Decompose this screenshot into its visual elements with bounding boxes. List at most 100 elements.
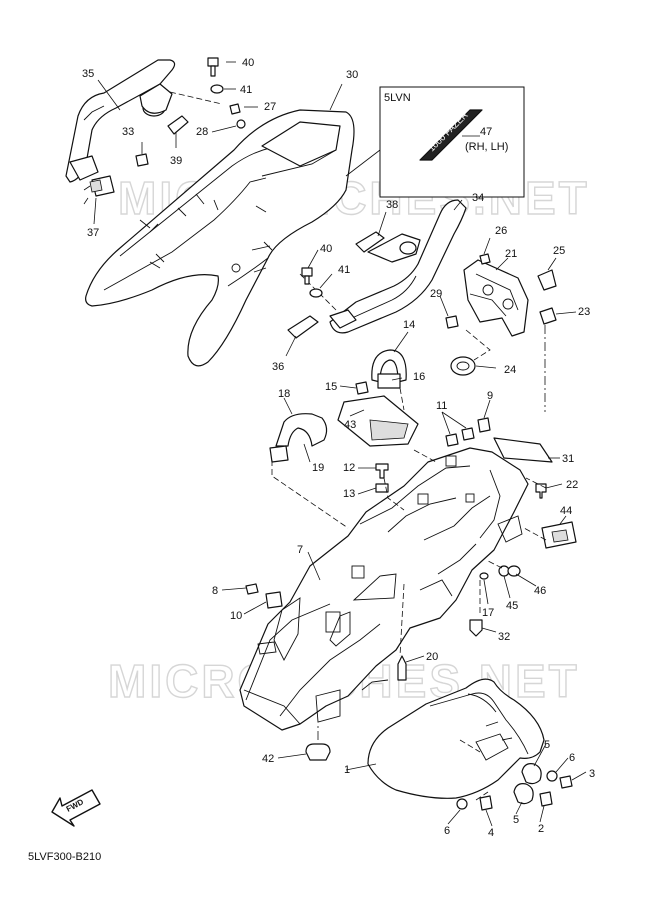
washer-6a xyxy=(546,770,558,782)
screw-11b xyxy=(461,427,475,441)
svg-text:(RH, LH): (RH, LH) xyxy=(465,141,508,153)
callout-17: 17 xyxy=(482,607,494,619)
washer-6b xyxy=(456,798,468,810)
grommet-24 xyxy=(450,356,476,376)
callout-29: 29 xyxy=(430,288,442,300)
clip-32 xyxy=(469,619,483,637)
band-18-19 xyxy=(269,413,328,463)
bracket-21 xyxy=(463,259,529,337)
screw-33 xyxy=(135,153,149,167)
callout-33: 33 xyxy=(122,126,134,138)
clip-10 xyxy=(265,591,283,609)
collar-5b xyxy=(513,783,534,805)
bolt-2 xyxy=(539,791,553,807)
callout-42: 42 xyxy=(262,753,274,765)
callout-15: 15 xyxy=(325,381,337,393)
callout-36: 36 xyxy=(272,361,284,373)
clip-16 xyxy=(377,373,401,389)
figure-code: 5LVF300-B210 xyxy=(28,851,101,863)
rivet-13 xyxy=(375,483,389,493)
leader-lines xyxy=(93,61,587,827)
callout-39: 39 xyxy=(170,155,182,167)
pad-39 xyxy=(167,115,189,135)
clip-9 xyxy=(477,417,491,433)
callout-37: 37 xyxy=(87,227,99,239)
callout-40-top: 40 xyxy=(242,57,254,69)
washer-41-top xyxy=(210,84,224,94)
callout-3: 3 xyxy=(589,768,595,780)
pad-38 xyxy=(355,231,385,253)
callout-12: 12 xyxy=(343,462,355,474)
callout-41-top: 41 xyxy=(240,84,252,96)
pad-36 xyxy=(287,315,319,339)
bolt-40-mid xyxy=(301,267,313,285)
clip-25 xyxy=(537,269,557,291)
callout-5-lower: 5 xyxy=(513,814,519,826)
bolt-3 xyxy=(559,775,573,789)
screw-12 xyxy=(375,463,389,479)
svg-text:47: 47 xyxy=(480,126,492,138)
damper-42 xyxy=(305,743,331,761)
callout-23: 23 xyxy=(578,306,590,318)
grommet-26 xyxy=(479,253,491,265)
callout-26: 26 xyxy=(495,225,507,237)
callout-14: 14 xyxy=(403,319,415,331)
callout-44: 44 xyxy=(560,505,572,517)
callout-1: 1 xyxy=(344,764,350,776)
callout-13: 13 xyxy=(343,488,355,500)
callout-5-upper: 5 xyxy=(544,739,550,751)
bolt-22 xyxy=(535,483,547,499)
screw-11a xyxy=(445,433,459,447)
callout-10: 10 xyxy=(230,610,242,622)
screw-27 xyxy=(229,103,241,115)
nut-17 xyxy=(479,572,489,580)
callout-11: 11 xyxy=(436,400,447,412)
cover-43 xyxy=(337,395,419,447)
callout-9: 9 xyxy=(487,390,493,402)
collar-5a xyxy=(521,763,542,785)
svg-text:5LVN: 5LVN xyxy=(384,92,411,104)
callout-numbers: 1 2 3 4 5 5 6 6 7 8 9 10 11 12 13 14 15 … xyxy=(82,57,595,839)
bolt-29 xyxy=(445,315,459,329)
front-fender-1 xyxy=(367,678,545,799)
screw-8 xyxy=(245,583,259,595)
callout-16: 16 xyxy=(413,371,425,383)
callout-32: 32 xyxy=(498,631,510,643)
grab-bar-right xyxy=(329,199,467,334)
fastener-20 xyxy=(397,655,407,681)
callout-31: 31 xyxy=(562,453,574,465)
washer-41-mid xyxy=(309,288,323,298)
seat-cowl xyxy=(85,109,355,367)
callout-20: 20 xyxy=(426,651,438,663)
callout-22: 22 xyxy=(566,479,578,491)
pad-37-hatch xyxy=(89,179,103,193)
callout-6-lower: 6 xyxy=(444,825,450,837)
callout-7: 7 xyxy=(297,544,303,556)
callout-41-mid: 41 xyxy=(338,264,350,276)
bolt-40-top xyxy=(207,57,219,77)
callout-21: 21 xyxy=(505,248,517,260)
clip-23 xyxy=(539,307,557,325)
callout-35: 35 xyxy=(82,68,94,80)
callout-40-mid: 40 xyxy=(320,243,332,255)
callout-2: 2 xyxy=(538,823,544,835)
plate-31 xyxy=(493,437,560,463)
callout-46: 46 xyxy=(534,585,546,597)
grab-bar-left xyxy=(65,59,176,183)
nut-4 xyxy=(479,795,493,811)
callout-38: 38 xyxy=(386,199,398,211)
clip-15 xyxy=(355,381,369,395)
callout-30: 30 xyxy=(346,69,358,81)
nut-28 xyxy=(236,119,246,129)
callout-45: 45 xyxy=(506,600,518,612)
callout-34: 34 xyxy=(472,192,484,204)
callout-8: 8 xyxy=(212,585,218,597)
washer-46 xyxy=(507,565,521,577)
callout-28: 28 xyxy=(196,126,208,138)
callout-18: 18 xyxy=(278,388,290,400)
callout-24: 24 xyxy=(504,364,516,376)
rear-fender-7 xyxy=(239,447,529,731)
callout-6-upper: 6 xyxy=(569,752,575,764)
fwd-arrow-icon: FWD xyxy=(51,789,101,827)
